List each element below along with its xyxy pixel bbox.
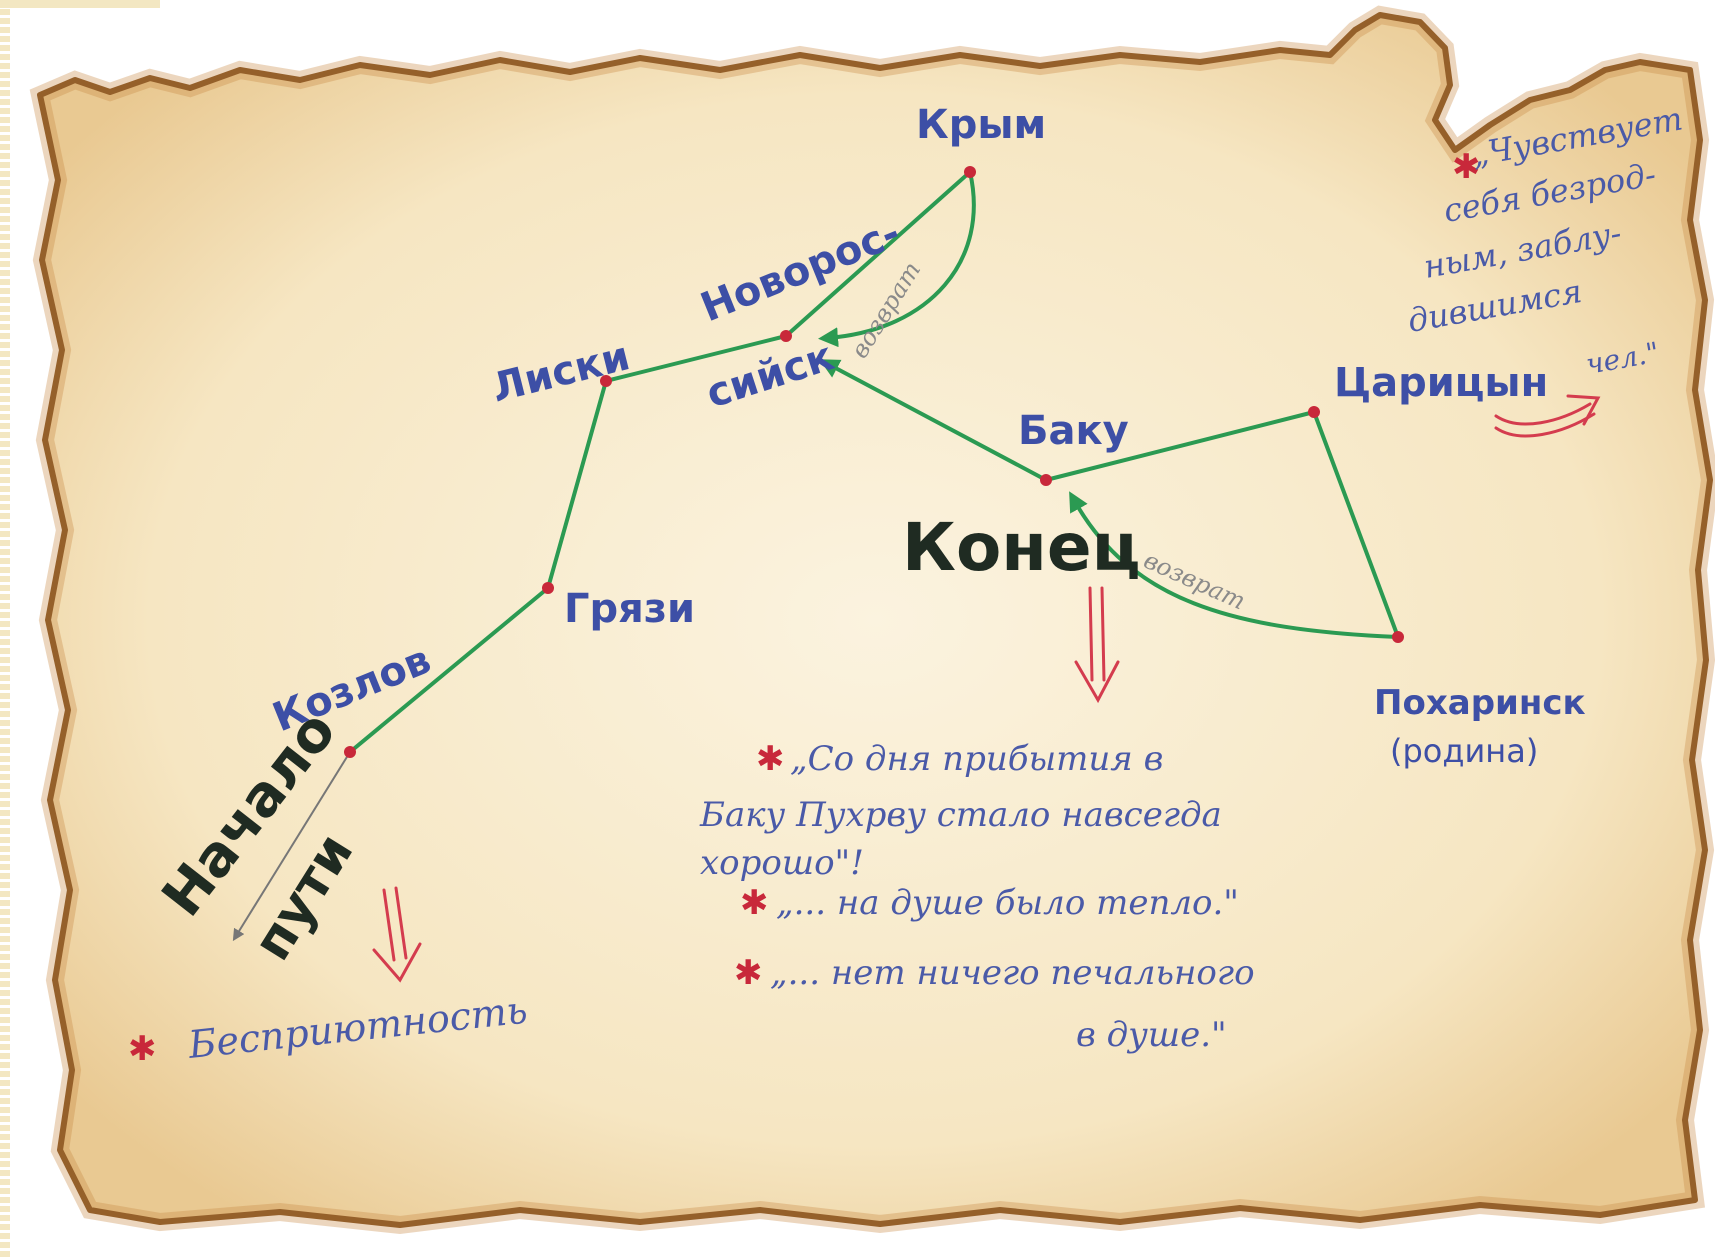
route-pokharinsk-baku-return xyxy=(1069,491,1400,639)
quote-2: „... на душе было тепло." xyxy=(776,883,1239,923)
route-lines xyxy=(348,170,1400,754)
route-tsaritsyn-pokharinsk xyxy=(1312,410,1400,639)
red-arrow-down-end xyxy=(1074,586,1120,704)
baku-quote-line-1: „Со дня прибытия в xyxy=(790,739,1163,779)
red-arrow-right-tsaritsyn xyxy=(1494,394,1601,438)
route-kozlov-gryazi xyxy=(348,586,550,754)
city-dot-krym xyxy=(964,166,976,178)
baku-quote-line-3: хорошо"! xyxy=(700,843,864,883)
city-label-tsaritsyn: Царицын xyxy=(1334,360,1548,406)
city-label-krym: Крым xyxy=(916,102,1046,148)
city-dot-gryazi xyxy=(542,582,554,594)
city-label-gryazi: Грязи xyxy=(564,586,695,632)
city-dot-novorossiysk xyxy=(780,330,792,342)
red-arrow-down-start xyxy=(372,886,422,983)
city-label-pokharinsk: Похаринск xyxy=(1374,683,1586,723)
asterisk-icon: ✱ xyxy=(128,1029,157,1069)
city-label-baku: Баку xyxy=(1018,408,1129,454)
city-dot-kozlov xyxy=(344,746,356,758)
quote-3-line-2: в душе." xyxy=(1076,1015,1227,1055)
pokharinsk-note: (родина) xyxy=(1390,732,1538,770)
route-baku-tsaritsyn xyxy=(1044,410,1316,482)
city-dot-pokharinsk xyxy=(1392,631,1404,643)
asterisk-icon: ✱ xyxy=(734,953,763,993)
route-krym-novorossiysk-return xyxy=(818,170,976,348)
city-dot-tsaritsyn xyxy=(1308,406,1320,418)
city-dots xyxy=(344,166,1404,758)
quote-3-line-1: „... нет ничего печального xyxy=(770,953,1255,993)
city-dot-baku xyxy=(1040,474,1052,486)
baku-quote-line-2: Баку Пухрву стало навсегда xyxy=(699,795,1222,835)
route-baku-novorossiysk xyxy=(819,359,1048,482)
city-dot-liski xyxy=(600,375,612,387)
route-novorossiysk-krym xyxy=(784,170,972,338)
asterisk-icon: ✱ xyxy=(1452,147,1481,187)
parchment-burn-ring xyxy=(29,5,1715,1235)
route-liski-novorossiysk xyxy=(604,334,788,383)
frame-top-border xyxy=(0,0,160,8)
frame-left-border xyxy=(0,0,10,1258)
parchment-paper xyxy=(37,12,1713,1228)
asterisk-marks: ✱ ✱ ✱ ✱ ✱ xyxy=(128,147,1481,1069)
start-direction-arrow xyxy=(232,751,351,942)
end-label: Конец xyxy=(902,509,1141,586)
route-gryazi-liski xyxy=(546,379,608,590)
asterisk-icon: ✱ xyxy=(740,883,769,923)
red-arrows xyxy=(372,394,1601,983)
asterisk-icon: ✱ xyxy=(756,739,785,779)
